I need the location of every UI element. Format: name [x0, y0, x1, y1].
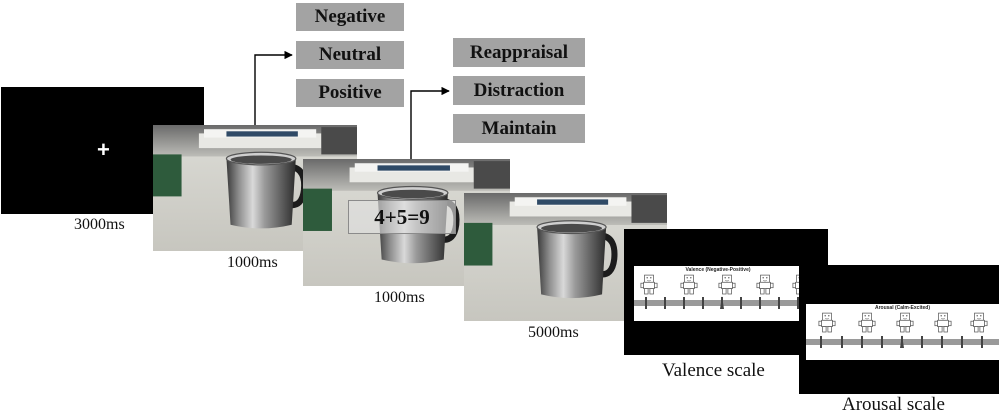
arousal-scale-graphic [806, 312, 999, 348]
instruction-screen: 4+5=9 [303, 159, 510, 286]
regulation-duration: 5000ms [528, 324, 579, 341]
strategy-option-distraction: Distraction [453, 76, 585, 105]
math-problem-box: 4+5=9 [348, 200, 456, 234]
valence-scale-screen: Valence (Negative-Positive) [624, 229, 828, 355]
strategy-option-maintain: Maintain [453, 114, 585, 143]
arousal-scale-panel: Arousal (Calm-Excited) [806, 304, 999, 360]
emotion-option-negative: Negative [296, 3, 404, 31]
instruction-duration: 1000ms [374, 289, 425, 306]
arrow-to-emotion-options [254, 50, 293, 125]
valence-scale-graphic [634, 274, 810, 309]
fixation-cross: + [97, 137, 110, 162]
arousal-scale-caption: Arousal scale [842, 394, 945, 415]
emotion-option-neutral: Neutral [296, 41, 404, 69]
arousal-scale-screen: Arousal (Calm-Excited) [799, 265, 999, 394]
arrow-to-strategy-options [410, 86, 450, 159]
fixation-duration: 3000ms [74, 216, 125, 233]
arousal-scale-title: Arousal (Calm-Excited) [874, 305, 930, 311]
valence-scale-title: Valence (Negative-Positive) [685, 267, 751, 273]
valence-scale-panel: Valence (Negative-Positive) [634, 266, 810, 321]
strategy-option-reappraisal: Reappraisal [453, 38, 585, 67]
emotion-option-positive: Positive [296, 79, 404, 107]
picture-duration: 1000ms [227, 254, 278, 271]
valence-scale-caption: Valence scale [662, 360, 765, 381]
